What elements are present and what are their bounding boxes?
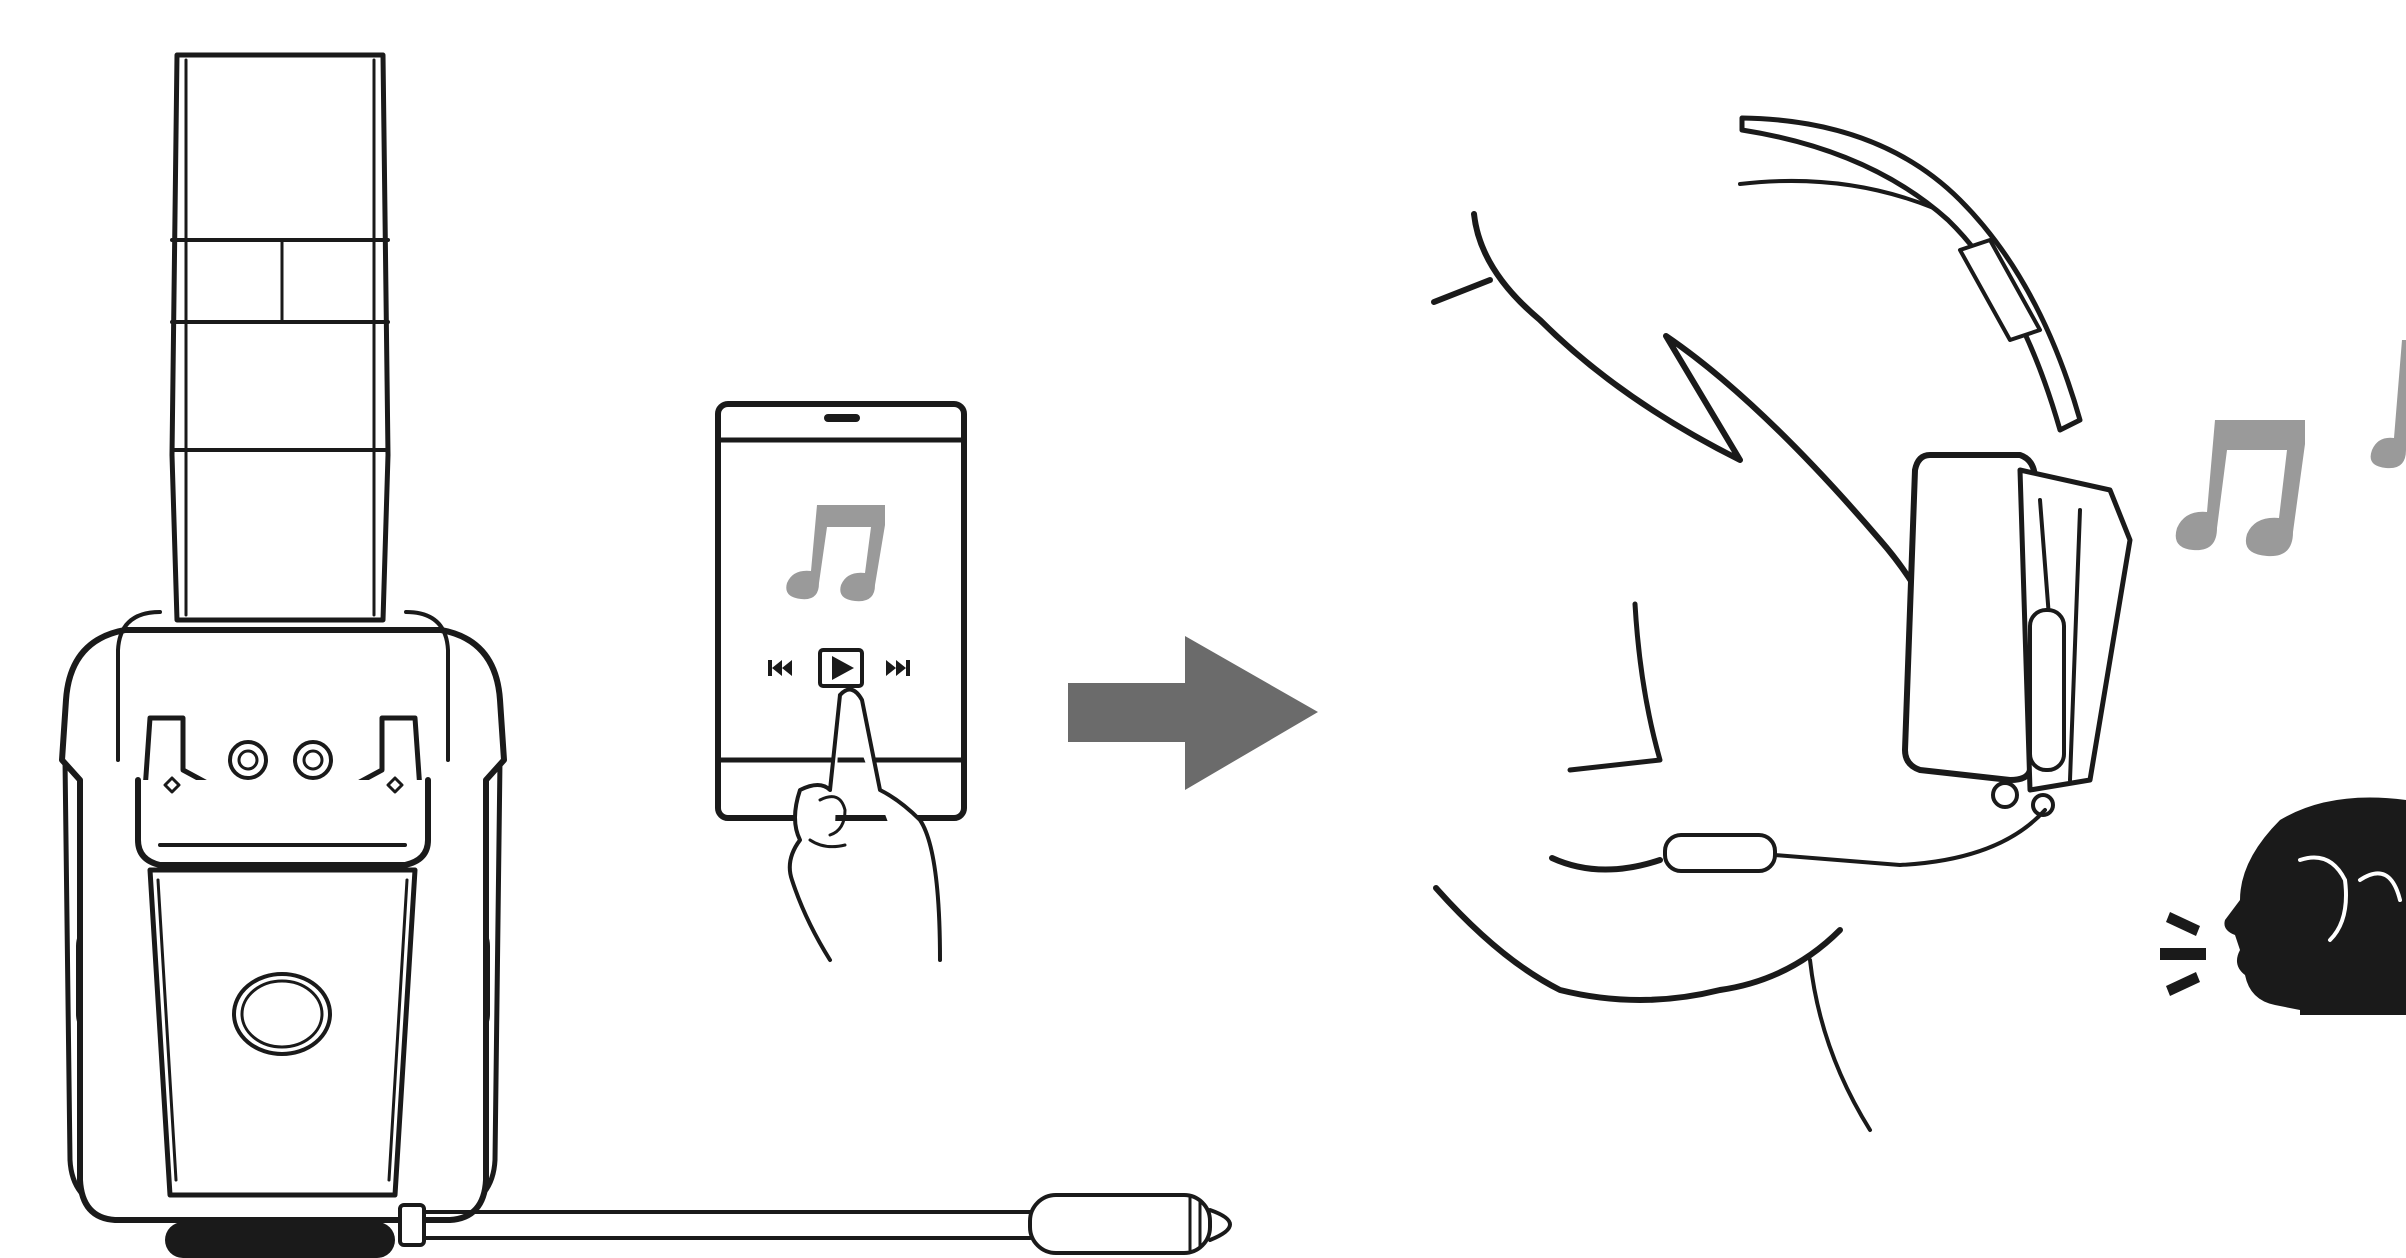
music-note-icon	[2176, 420, 2305, 556]
music-note-icon	[2371, 340, 2406, 468]
smartphone-music-player	[718, 404, 964, 960]
play-icon	[820, 650, 862, 686]
headset-front-view	[62, 55, 1230, 1258]
person-wearing-headset	[1434, 118, 2130, 1130]
speaking-head-icon	[2160, 798, 2406, 1016]
right-arrow	[1068, 636, 1318, 790]
